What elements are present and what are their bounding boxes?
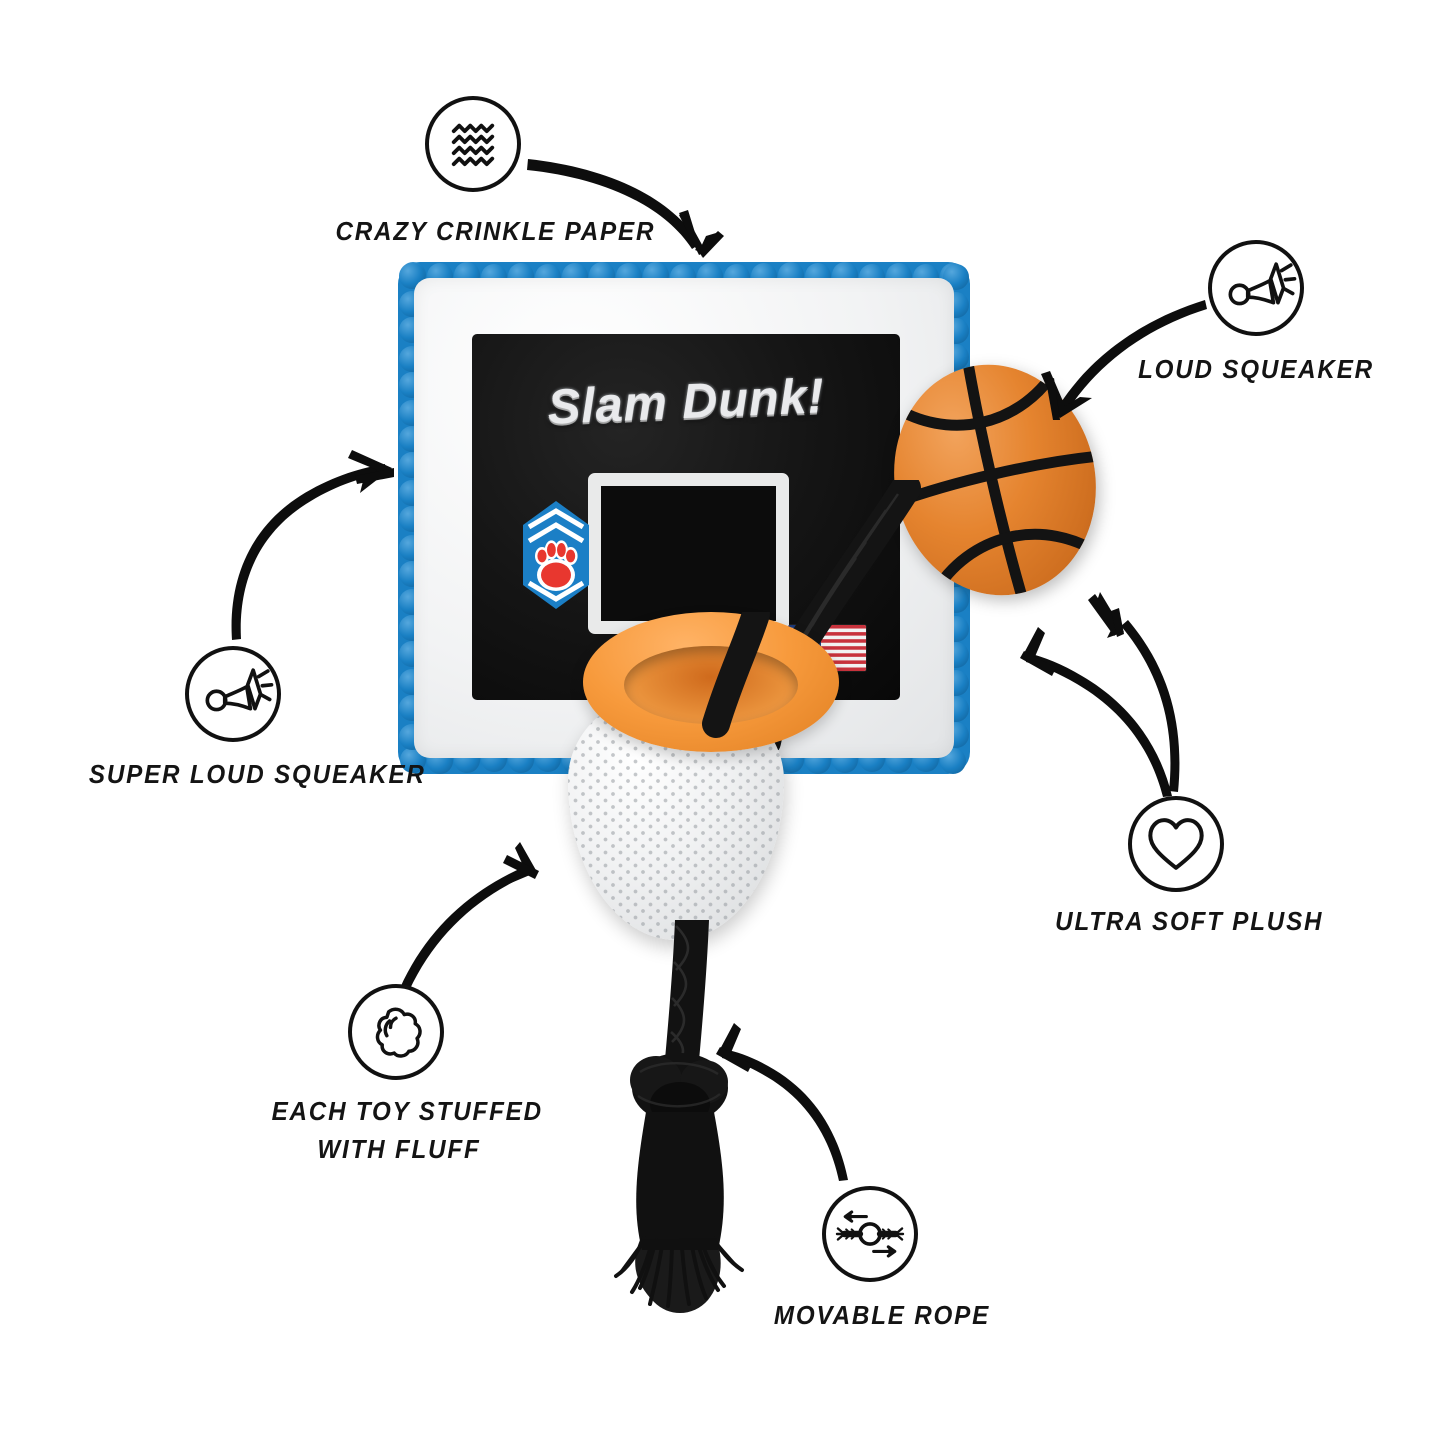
movable-rope-icon (835, 1210, 905, 1258)
loud-squeaker-icon-ring[interactable] (1208, 240, 1304, 336)
backboard-title: Slam Dunk! (546, 369, 826, 436)
paw-badge (517, 499, 595, 611)
rope-tassel (614, 1112, 744, 1314)
fluff-label: EACH TOY STUFFED WITH FLUFF (271, 1096, 543, 1165)
crinkle-wave-icon (451, 123, 495, 167)
super-loud-squeaker-icon-ring[interactable] (185, 646, 281, 742)
crazy-crinkle-paper-icon-ring[interactable] (425, 96, 521, 192)
paw-print (534, 540, 578, 591)
ultra-soft-plush-label: ULTRA SOFT PLUSH (1055, 906, 1324, 936)
backboard-inner-square (587, 473, 789, 635)
movable-rope-icon-ring[interactable] (822, 1186, 918, 1282)
movable-rope-label: MOVABLE ROPE (773, 1300, 991, 1330)
loud-squeaker-label: LOUD SQUEAKER (1138, 354, 1374, 384)
squeaker-horn-icon (1228, 262, 1297, 306)
fluff-icon-ring[interactable] (348, 984, 444, 1080)
squeaker-horn-icon (205, 668, 274, 712)
ultra-soft-plush-icon-ring[interactable] (1128, 796, 1224, 892)
crazy-crinkle-paper-label: CRAZY CRINKLE PAPER (335, 216, 656, 246)
heart-icon (1148, 818, 1204, 870)
rope-in-hoop (702, 612, 770, 738)
super-loud-squeaker-label: SUPER LOUD SQUEAKER (88, 759, 426, 789)
fluff-cloud-icon (375, 1007, 422, 1058)
rope-lower (614, 920, 744, 1314)
